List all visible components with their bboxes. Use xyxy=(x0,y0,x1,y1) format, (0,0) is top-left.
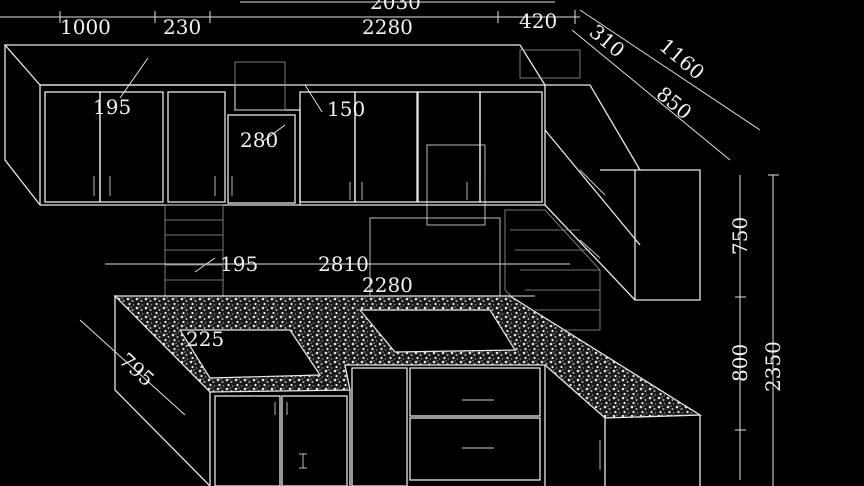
dim-wall-left: 1000 xyxy=(60,15,111,39)
dim-upper-gap: 280 xyxy=(240,128,278,152)
dim-backsplash-depth: 195 xyxy=(220,252,258,276)
countertop xyxy=(113,295,703,419)
text-cursor-icon xyxy=(299,453,307,469)
cooktop-cutout xyxy=(358,309,517,353)
lower-cabinets xyxy=(114,296,701,486)
dim-upper-height: 750 xyxy=(728,217,752,255)
upper-cabinets xyxy=(3,44,581,226)
dim-side-depth-upper: 310 xyxy=(585,19,630,62)
dim-side-run: 850 xyxy=(652,81,697,124)
dim-counter-depth: 795 xyxy=(115,348,159,391)
dim-upper-depth-left: 195 xyxy=(93,95,131,119)
dim-lower-total: 2810 xyxy=(318,252,369,276)
side-upper-cabinets xyxy=(544,84,701,301)
dim-top-total: 2030 xyxy=(370,0,421,14)
dim-counter-run: 2280 xyxy=(362,273,413,297)
dimension-labels: 2030 1000 230 2280 420 310 1160 850 195 … xyxy=(60,0,785,392)
dim-counter-gap: 225 xyxy=(186,327,224,351)
dim-lower-height: 800 xyxy=(728,344,752,382)
dim-overall-height: 2350 xyxy=(761,341,785,392)
dim-upper-depth-mid: 150 xyxy=(327,97,365,121)
dim-upper-run: 2280 xyxy=(362,15,413,39)
sink-cutout xyxy=(178,329,322,379)
dim-corner-top: 420 xyxy=(519,9,557,33)
dim-side-total: 1160 xyxy=(655,33,709,84)
dim-gap-top: 230 xyxy=(163,15,201,39)
